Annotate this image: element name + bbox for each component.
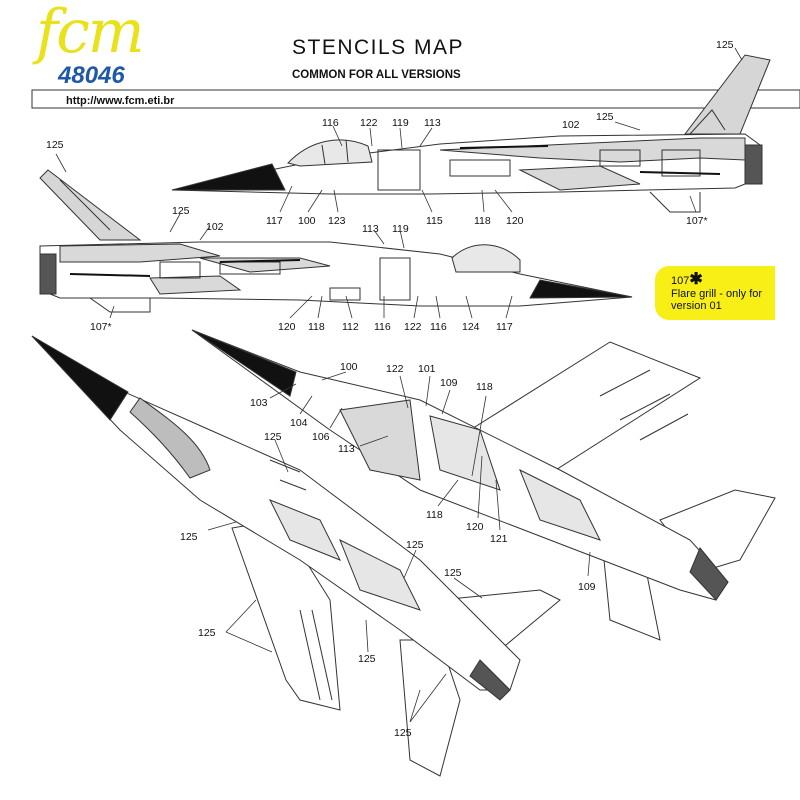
callout-side-bottom-1: 125 (172, 205, 190, 217)
callout-bottom-view-0: 125 (264, 431, 282, 443)
callout-side-top-9: 123 (328, 215, 346, 227)
callout-top-view-9: 118 (426, 509, 443, 521)
callout-side-bottom-4: 119 (392, 223, 409, 235)
side-view-left (171, 54, 771, 213)
callout-side-top-12: 120 (506, 215, 524, 227)
callout-side-top-7: 117 (266, 215, 283, 227)
fin-bottom (39, 169, 142, 241)
callout-top-view-3: 106 (312, 431, 330, 443)
note-star-label: 107✱ (671, 271, 703, 288)
website-url: http://www.fcm.eti.br (66, 95, 175, 107)
callout-side-top-1: 102 (562, 119, 580, 131)
callout-top-view-6: 109 (440, 377, 458, 389)
callout-top-view-4: 122 (386, 363, 404, 375)
callout-bottom-view-1: 125 (180, 531, 198, 543)
callout-bottom-view-4: 125 (198, 627, 216, 639)
callout-top-view-12: 109 (578, 581, 596, 593)
callout-side-top-4: 122 (360, 117, 378, 129)
note-number: 107 (671, 275, 690, 287)
callout-side-bottom-11: 124 (462, 321, 480, 333)
callout-side-top-10: 115 (426, 215, 443, 227)
nose-radome-top (171, 163, 286, 191)
bottom-view (31, 335, 561, 777)
canopy-bottom (451, 244, 521, 273)
canopy-top (287, 139, 373, 167)
callout-side-bottom-0: 125 (46, 139, 64, 151)
page-subtitle: COMMON FOR ALL VERSIONS (292, 69, 461, 81)
exhaust-nozzle-top (744, 144, 763, 185)
page-title: STENCILS MAP (292, 36, 465, 59)
side-view-right (39, 169, 633, 313)
callout-top-view-2: 104 (290, 417, 308, 429)
fin-top (683, 54, 771, 135)
exhaust-nozzle-bottom (39, 253, 57, 295)
callout-side-bottom-9: 122 (404, 321, 422, 333)
callout-side-bottom-8: 116 (374, 321, 391, 333)
callout-top-view-11: 121 (490, 533, 508, 545)
nose-radome-bottom (529, 279, 633, 299)
callout-top-view-5: 101 (418, 363, 436, 375)
callout-side-bottom-12: 117 (496, 321, 513, 333)
callout-side-top-6: 113 (424, 117, 441, 129)
callout-side-bottom-2: 102 (206, 221, 224, 233)
callout-side-top-13: 107* (686, 215, 708, 227)
callout-bottom-view-3: 125 (444, 567, 462, 579)
callout-top-view-1: 103 (250, 397, 268, 409)
note-text: Flare grill - only for version 01 (671, 288, 763, 312)
callout-side-top-8: 100 (298, 215, 316, 227)
callout-bottom-view-6: 125 (394, 727, 412, 739)
bottom-view-canopy (129, 397, 211, 479)
callout-side-top-0: 125 (716, 39, 734, 51)
callout-bottom-view-2: 125 (406, 539, 424, 551)
callout-top-view-8: 113 (338, 443, 355, 455)
callout-top-view-0: 100 (340, 361, 358, 373)
callout-side-bottom-5: 120 (278, 321, 296, 333)
callout-side-bottom-7: 112 (342, 321, 359, 333)
callout-top-view-10: 120 (466, 521, 484, 533)
leader-lines (55, 47, 743, 723)
callout-side-top-11: 118 (474, 215, 491, 227)
callout-side-top-3: 116 (322, 117, 339, 129)
catalog-number: 48046 (58, 62, 125, 89)
callout-side-bottom-13: 107* (90, 321, 112, 333)
header-rule (31, 89, 800, 109)
flare-grill-note: 107✱ Flare grill - only for version 01 (655, 266, 775, 320)
star-icon: ✱ (689, 271, 703, 288)
callout-side-bottom-10: 116 (430, 321, 447, 333)
stencil-callouts: 125 102 125 116 122 119 113 117 100 123 115 118 120 1… (46, 39, 734, 739)
callout-side-top-2: 125 (596, 111, 614, 123)
top-view (191, 329, 776, 641)
callout-side-top-5: 119 (392, 117, 409, 129)
fcm-logo: fcm 48046 (36, 2, 186, 92)
brand-wordmark: fcm (36, 0, 145, 67)
callout-side-bottom-6: 118 (308, 321, 325, 333)
callout-top-view-7: 118 (476, 381, 493, 393)
callout-bottom-view-5: 125 (358, 653, 376, 665)
callout-side-bottom-3: 113 (362, 223, 379, 235)
